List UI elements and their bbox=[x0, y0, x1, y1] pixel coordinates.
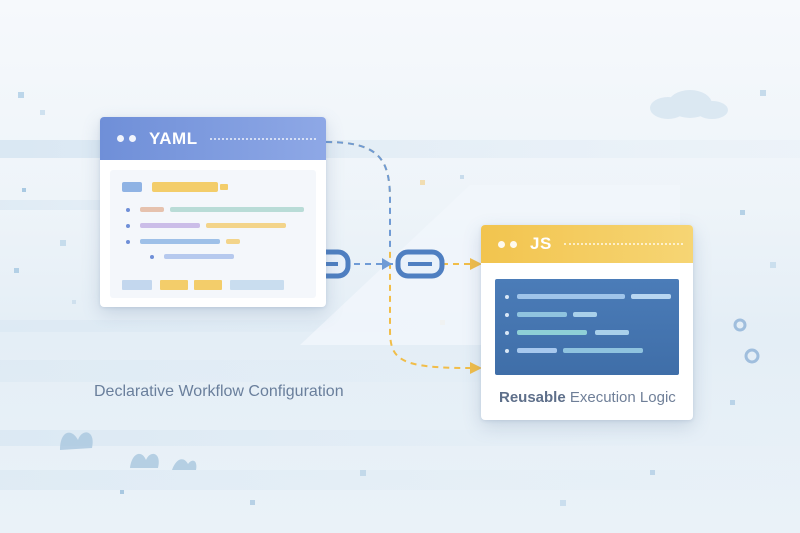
gear-icon bbox=[733, 318, 760, 364]
titlebar-dotted-line bbox=[209, 137, 316, 140]
caption-reusable-word: Reusable bbox=[499, 389, 566, 406]
js-window-titlebar: JS bbox=[481, 225, 693, 263]
js-window-title: JS bbox=[530, 234, 552, 253]
yaml-window-titlebar: YAML bbox=[100, 117, 326, 160]
yaml-config-lines bbox=[122, 182, 304, 290]
js-code-panel bbox=[495, 279, 679, 375]
plant-icon bbox=[60, 432, 197, 470]
chain-link-icon bbox=[395, 249, 445, 279]
titlebar-dotted-line bbox=[563, 243, 683, 245]
caption-execution-logic: Execution Logic bbox=[565, 389, 676, 406]
window-dot-icon bbox=[498, 240, 505, 248]
window-dot-icon bbox=[510, 240, 517, 248]
yaml-window-title: YAML bbox=[149, 128, 198, 148]
caption-declarative-workflow: Declarative Workflow Configuration bbox=[94, 383, 344, 400]
window-dot-icon bbox=[129, 135, 136, 142]
yaml-window: YAML bbox=[100, 117, 326, 307]
js-code-lines bbox=[505, 294, 671, 353]
caption-reusable-execution: Reusable Execution Logic bbox=[499, 389, 676, 406]
yaml-config-panel bbox=[110, 170, 316, 298]
window-dot-icon bbox=[117, 135, 124, 142]
arrow-heads bbox=[382, 258, 482, 374]
cloud-icon bbox=[650, 90, 728, 119]
js-window: JS bbox=[481, 225, 693, 420]
